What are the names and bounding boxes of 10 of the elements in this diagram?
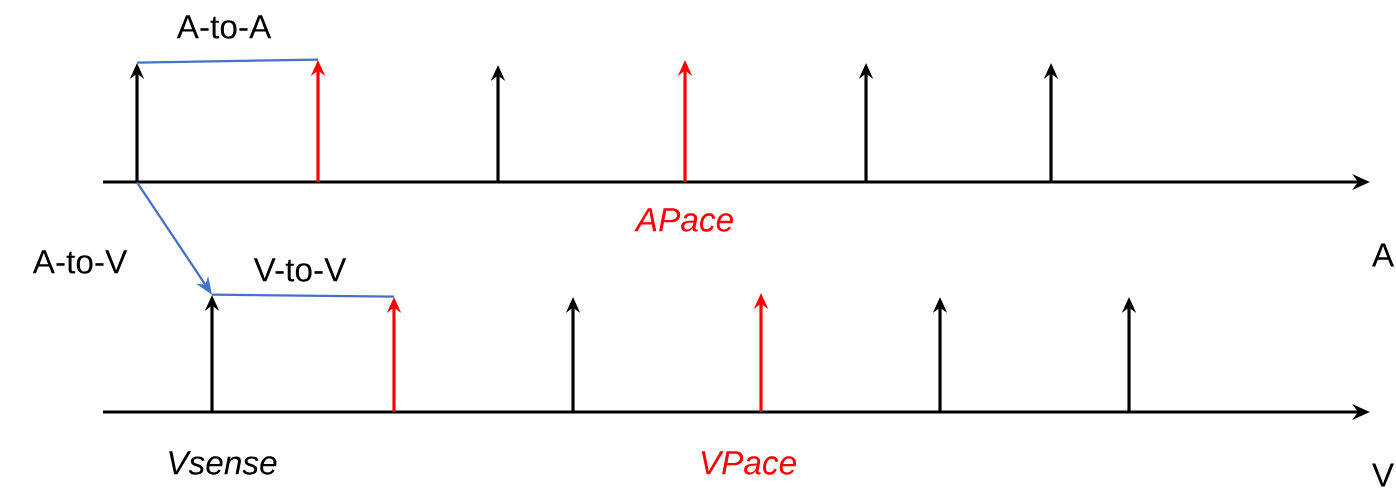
edge-label: A-to-V [32,250,128,274]
axis-label: APace [634,208,733,232]
connector-line [137,58,318,64]
axis-label: VPace [701,451,796,475]
connector-line [212,293,394,298]
axis-label: A [1371,243,1395,267]
axis-label: Vsense [169,451,277,475]
axis-label: V [1372,463,1394,487]
edge-label: V-to-V [253,258,347,282]
edge-label: A-to-A [176,15,272,39]
